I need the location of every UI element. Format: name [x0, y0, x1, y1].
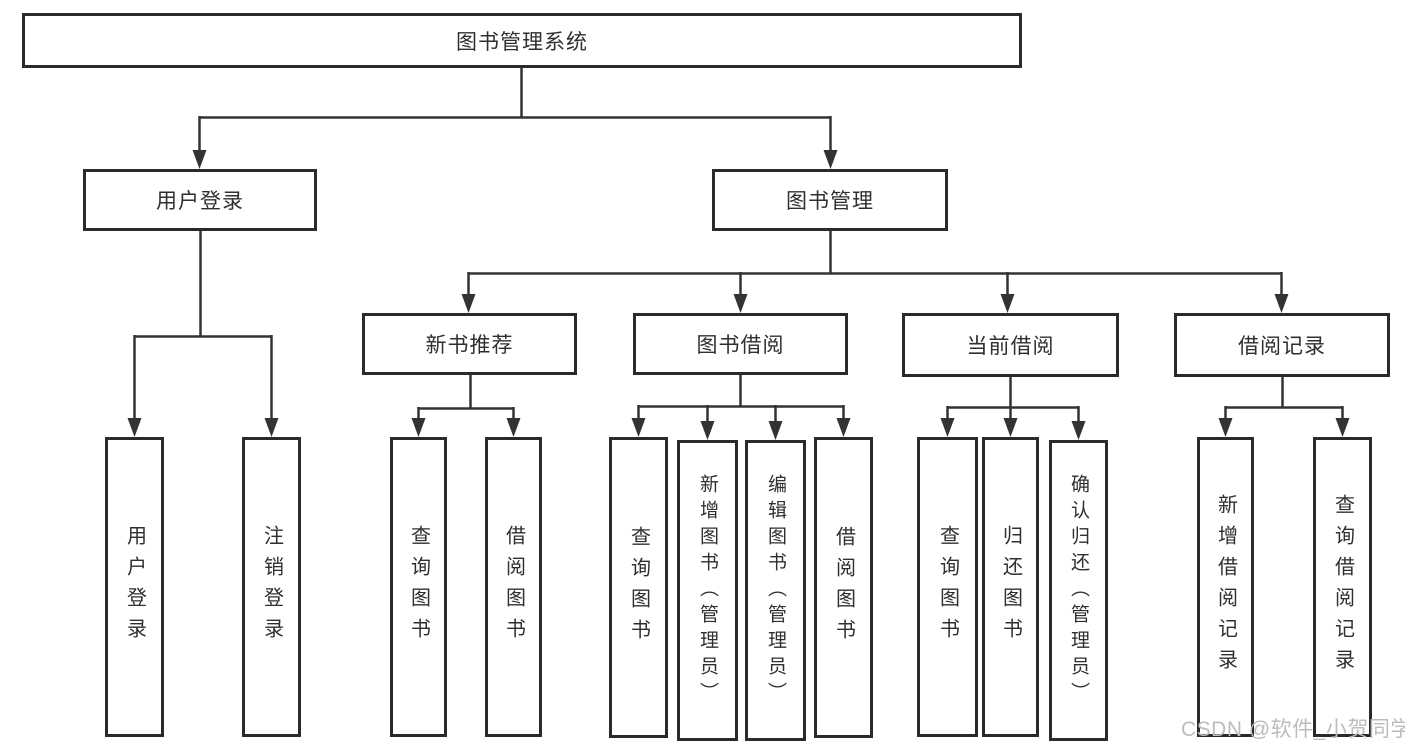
node-root-label: 图书管理系统	[456, 30, 588, 54]
node-book-management: 图书管理	[712, 169, 948, 231]
node-current-borrow-label: 当前借阅	[966, 335, 1055, 358]
leaf-newbook-query-books-label: 查询图书	[407, 525, 430, 649]
leaf-borrow-borrow-books: 借阅图书	[814, 437, 873, 738]
leaf-newbook-borrow-books-label: 借阅图书	[502, 525, 525, 649]
node-book-borrow: 图书借阅	[633, 313, 848, 375]
leaf-borrow-query-books-label: 查询图书	[627, 525, 650, 650]
leaf-newbook-query-books: 查询图书	[390, 437, 447, 737]
leaf-borrow-edit-books-admin-label: 编辑图书（管理员）	[765, 473, 786, 708]
node-new-book-recommend: 新书推荐	[362, 313, 577, 375]
node-borrow-records-label: 借阅记录	[1238, 335, 1326, 358]
leaf-user-login: 用户登录	[105, 437, 164, 737]
node-book-management-label: 图书管理	[786, 190, 874, 213]
leaf-logout: 注销登录	[242, 437, 301, 737]
watermark: CSDN @软件_小贺同学	[1181, 718, 1405, 741]
leaf-newbook-borrow-books: 借阅图书	[485, 437, 542, 737]
node-book-borrow-label: 图书借阅	[696, 334, 785, 357]
node-root: 图书管理系统	[22, 13, 1022, 68]
leaf-current-return-books: 归还图书	[982, 437, 1039, 737]
node-new-book-recommend-label: 新书推荐	[425, 334, 514, 357]
leaf-borrow-borrow-books-label: 借阅图书	[832, 525, 855, 650]
leaf-user-login-label: 用户登录	[123, 525, 146, 649]
leaf-current-confirm-return-admin: 确认归还（管理员）	[1049, 440, 1108, 741]
leaf-borrow-add-books-admin-label: 新增图书（管理员）	[697, 473, 718, 708]
leaf-records-add-record-label: 新增借阅记录	[1214, 494, 1237, 680]
leaf-current-query-books: 查询图书	[917, 437, 978, 737]
leaf-logout-label: 注销登录	[260, 525, 283, 649]
leaf-current-query-books-label: 查询图书	[936, 525, 959, 649]
leaf-borrow-edit-books-admin: 编辑图书（管理员）	[745, 440, 806, 741]
leaf-borrow-add-books-admin: 新增图书（管理员）	[677, 440, 738, 741]
node-current-borrow: 当前借阅	[902, 313, 1119, 377]
leaf-records-add-record: 新增借阅记录	[1197, 437, 1254, 737]
node-borrow-records: 借阅记录	[1174, 313, 1390, 377]
node-user-login: 用户登录	[83, 169, 317, 231]
leaf-borrow-query-books: 查询图书	[609, 437, 668, 738]
leaf-current-return-books-label: 归还图书	[999, 525, 1022, 649]
leaf-records-query-record: 查询借阅记录	[1313, 437, 1372, 737]
leaf-current-confirm-return-admin-label: 确认归还（管理员）	[1068, 473, 1089, 708]
node-user-login-label: 用户登录	[156, 190, 244, 213]
leaf-records-query-record-label: 查询借阅记录	[1331, 494, 1354, 680]
